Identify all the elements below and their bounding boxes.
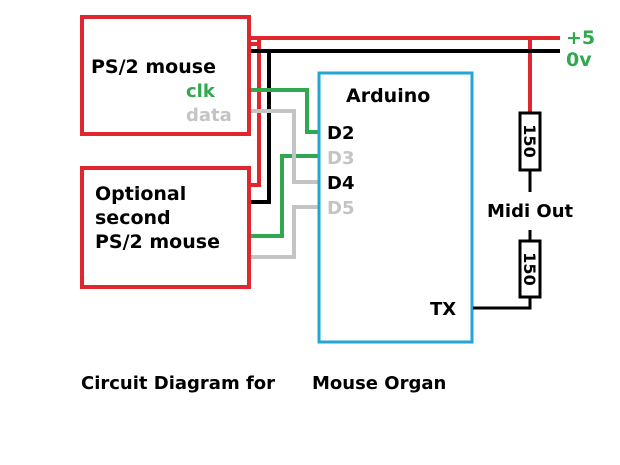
arduino-pin-d2: D2 bbox=[327, 123, 354, 144]
mouse2-title-line1: Optional bbox=[95, 183, 186, 205]
caption-part1: Circuit Diagram for bbox=[81, 373, 275, 394]
mouse1-data-label: data bbox=[186, 105, 232, 126]
mouse1-title: PS/2 mouse bbox=[91, 56, 216, 78]
mouse1-clk-label: clk bbox=[186, 81, 216, 102]
caption-part2: Mouse Organ bbox=[312, 373, 446, 394]
arduino-title: Arduino bbox=[346, 85, 430, 107]
resistor-bottom-value: 150 bbox=[520, 252, 539, 285]
clock-wires bbox=[249, 88, 318, 238]
mouse1-block: PS/2 mouse clk data bbox=[80, 15, 251, 136]
power-wire-mouse1 bbox=[249, 42, 261, 187]
arduino-pin-d4: D4 bbox=[327, 173, 354, 194]
arduino-box bbox=[317, 71, 474, 344]
tx-wire bbox=[473, 297, 532, 310]
mouse2-title-line2: second bbox=[95, 207, 171, 229]
resistor-top-value: 150 bbox=[520, 124, 539, 157]
mouse1-box bbox=[80, 15, 251, 136]
clock-wire-mouse2-d3 bbox=[249, 154, 318, 238]
arduino-pin-d5: D5 bbox=[327, 198, 354, 219]
data-wire-mouse1-d4 bbox=[249, 109, 318, 184]
midi-out-label: Midi Out bbox=[487, 201, 574, 222]
ground-wire-mouse2 bbox=[249, 51, 271, 204]
ground-rail bbox=[249, 49, 560, 204]
arduino-pin-d3: D3 bbox=[327, 148, 354, 169]
data-wire-mouse2-d5 bbox=[249, 205, 318, 259]
plus5-label: +5 bbox=[566, 27, 595, 49]
mouse2-title-line3: PS/2 mouse bbox=[95, 231, 220, 253]
mouse2-box bbox=[80, 166, 251, 289]
mouse2-block: Optional second PS/2 mouse bbox=[80, 166, 251, 289]
clock-wire-mouse1-d2 bbox=[249, 88, 318, 134]
ground-label: 0v bbox=[566, 49, 592, 71]
midi-out-section: 150 Midi Out 150 bbox=[473, 111, 574, 310]
arduino-block: Arduino D2 D3 D4 D5 TX bbox=[317, 71, 474, 344]
arduino-tx-label: TX bbox=[430, 299, 456, 320]
data-wires bbox=[249, 109, 318, 259]
